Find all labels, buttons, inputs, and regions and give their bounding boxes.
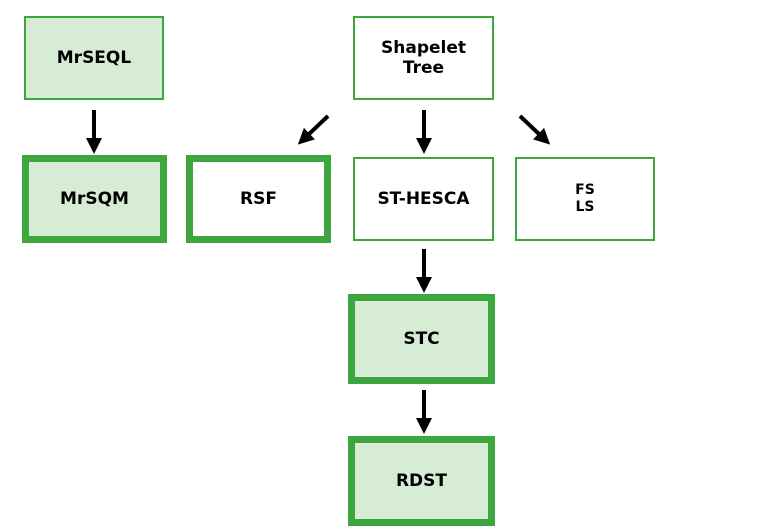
node-shapelet-tree: Shapelet Tree: [353, 16, 494, 100]
node-mrsqm-label: MrSQM: [60, 188, 129, 209]
node-stc-label: STC: [403, 328, 440, 349]
node-rdst: RDST: [348, 436, 495, 526]
node-rsf: RSF: [186, 155, 331, 243]
node-rsf-label: RSF: [240, 188, 277, 209]
node-st-hesca: ST-HESCA: [353, 157, 494, 241]
edge-shapelet-to-fsls: [518, 114, 551, 145]
node-stc: STC: [348, 294, 495, 384]
node-shapelet-tree-label: Shapelet Tree: [381, 37, 466, 78]
edge-shapelet-to-rsf: [297, 114, 330, 145]
node-st-hesca-label: ST-HESCA: [377, 188, 470, 209]
node-fs-ls-label: FS LS: [575, 182, 595, 215]
node-fs-ls: FS LS: [515, 157, 655, 241]
node-mrseql-label: MrSEQL: [56, 47, 132, 68]
node-mrseql: MrSEQL: [24, 16, 164, 100]
node-mrsqm: MrSQM: [22, 155, 167, 243]
node-rdst-label: RDST: [395, 470, 448, 491]
